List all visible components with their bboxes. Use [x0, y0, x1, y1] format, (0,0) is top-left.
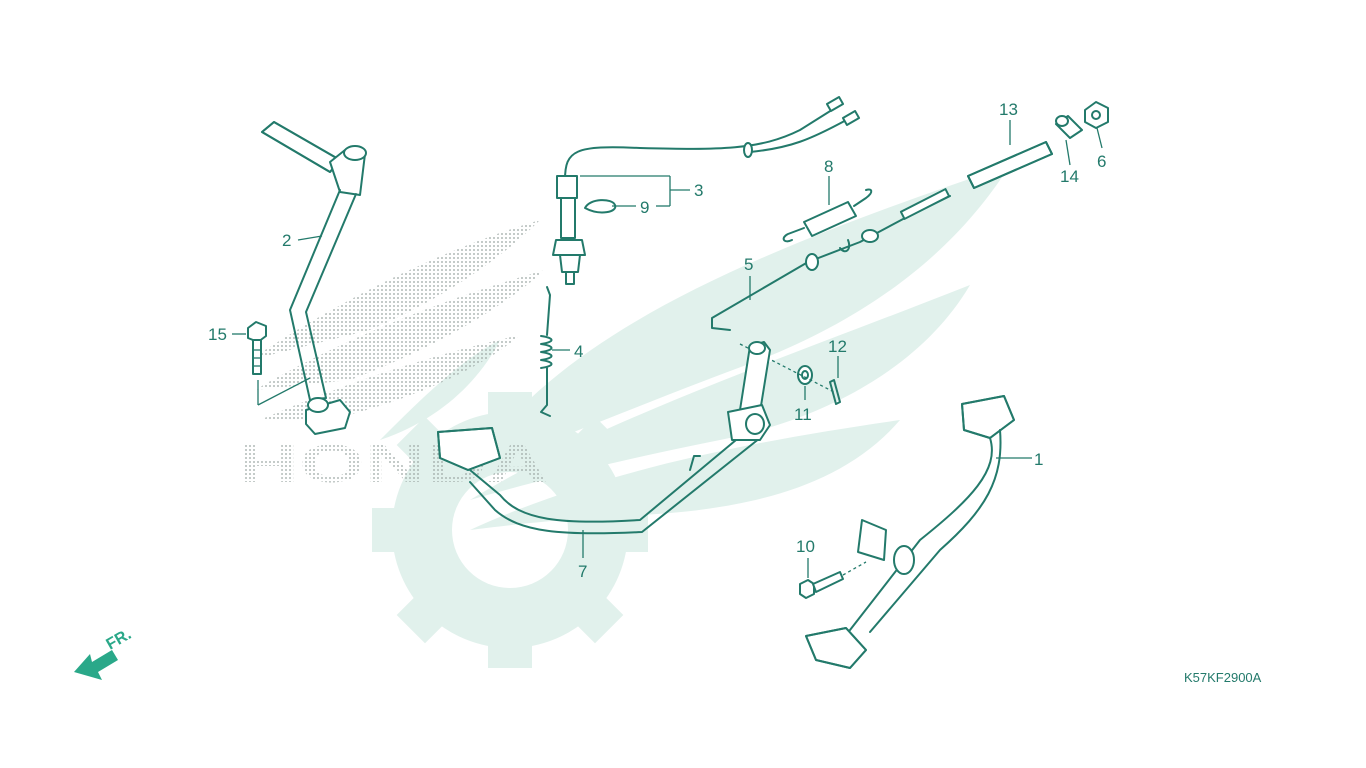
part-bolt-10	[799, 561, 867, 599]
part-bolt-15	[247, 321, 311, 406]
part-spring-8	[782, 188, 873, 243]
part-nut-6	[1084, 101, 1109, 129]
callout-15: 15	[208, 325, 227, 344]
part-brake-rod	[711, 188, 951, 331]
part-spring-4	[540, 286, 553, 417]
callout-6: 6	[1097, 152, 1106, 171]
part-cotter-pin-12	[829, 379, 841, 405]
front-direction-arrow: FR.	[74, 626, 134, 680]
part-joint-14	[1055, 115, 1083, 139]
callout-7: 7	[578, 562, 587, 581]
callout-9: 9	[640, 198, 649, 217]
callout-10: 10	[796, 537, 815, 556]
watermark-wing-dots	[250, 220, 545, 420]
part-kick-starter-arm	[261, 121, 367, 435]
part-brake-pedal	[437, 341, 771, 535]
callout-leaders	[232, 120, 1103, 578]
callout-12: 12	[828, 337, 847, 356]
callout-13: 13	[999, 100, 1018, 119]
callout-2: 2	[282, 231, 291, 250]
callout-labels: 1 2 3 4 5 6 7 8 9 10 11 12 13 14 15	[208, 100, 1106, 581]
watermark: HONDA	[238, 165, 1010, 668]
drawing-code: K57KF2900A	[1184, 670, 1262, 685]
part-pedal-1	[805, 395, 1015, 669]
callout-8: 8	[824, 157, 833, 176]
part-washer-11	[797, 365, 813, 385]
callout-14: 14	[1060, 167, 1079, 186]
callout-1: 1	[1034, 450, 1043, 469]
front-label: FR.	[104, 626, 135, 654]
callout-11: 11	[794, 405, 812, 424]
part-spring-13	[967, 141, 1053, 189]
arrow-icon	[74, 650, 118, 680]
callout-3: 3	[694, 181, 703, 200]
part-stop-switch	[552, 96, 861, 285]
callout-5: 5	[744, 255, 753, 274]
watermark-honda-text: HONDA	[238, 434, 548, 494]
callout-4: 4	[574, 342, 583, 361]
part-clip-9	[584, 199, 617, 214]
